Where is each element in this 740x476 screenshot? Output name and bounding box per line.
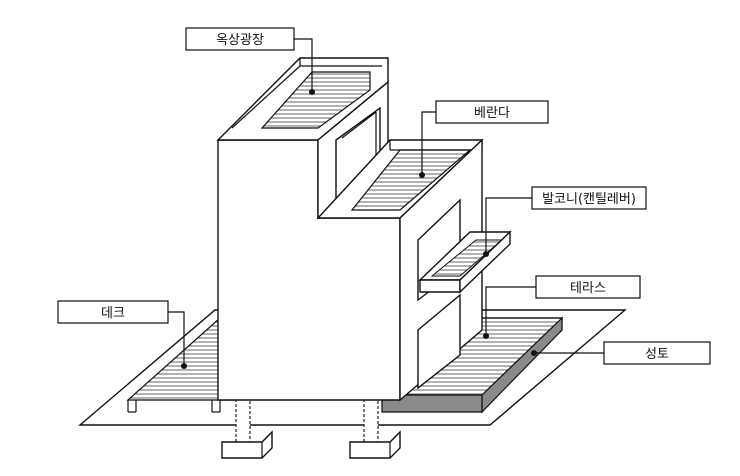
leader-lines xyxy=(168,38,604,369)
svg-text:데크: 데크 xyxy=(101,306,125,321)
label-veranda: 베란다 xyxy=(435,100,549,124)
foundation-piles xyxy=(221,399,401,459)
svg-text:베란다: 베란다 xyxy=(474,106,510,121)
label-terrace: 테라스 xyxy=(535,275,641,299)
label-fill: 성토 xyxy=(603,341,711,365)
label-rooftop-plaza: 옥상광장 xyxy=(185,27,295,51)
svg-text:테라스: 테라스 xyxy=(570,281,606,296)
building-lower-block xyxy=(316,138,512,402)
label-balcony: 발코니(캔틸레버) xyxy=(531,186,647,210)
svg-text:발코니(캔틸레버): 발코니(캔틸레버) xyxy=(542,192,636,207)
label-deck: 데크 xyxy=(57,300,169,324)
svg-text:성토: 성토 xyxy=(645,347,669,362)
svg-text:옥상광장: 옥상광장 xyxy=(216,33,264,48)
building-main-block xyxy=(216,57,401,401)
